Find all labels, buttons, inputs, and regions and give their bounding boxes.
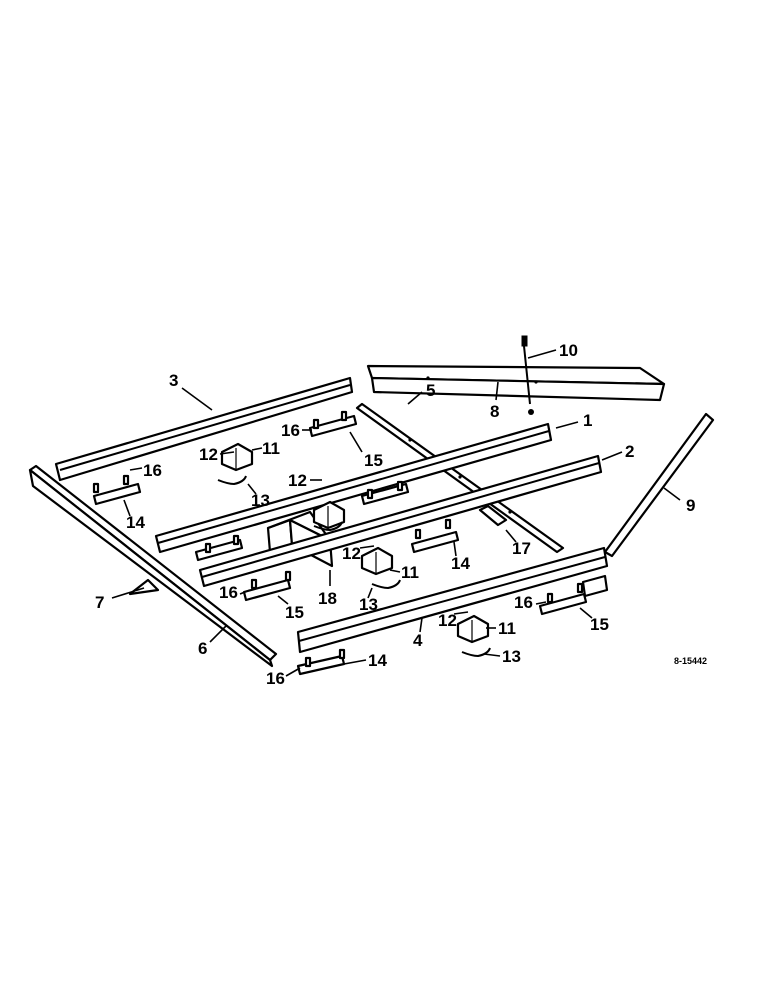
clamp-11-b: [360, 546, 394, 576]
plate-15-c: [538, 592, 588, 616]
callout-11-b: 11: [401, 563, 419, 582]
callout-4: 4: [413, 631, 423, 650]
angle-rail-8: [366, 364, 666, 402]
callout-15-c: 15: [590, 615, 609, 634]
callout-16-b: 16: [143, 461, 162, 480]
callout-10: 10: [559, 341, 578, 360]
side-angle-6: [28, 464, 278, 668]
angle-rail-3: [54, 376, 354, 482]
clamp-11-c: [456, 614, 490, 644]
corner-bracket: [581, 574, 609, 598]
callout-2: 2: [625, 442, 634, 461]
callout-5: 5: [426, 381, 435, 400]
plate-14-b: [410, 530, 460, 554]
callout-14-a: 14: [126, 513, 145, 532]
callout-12-c: 12: [342, 544, 361, 563]
callout-12-b: 12: [288, 471, 307, 490]
callout-7: 7: [95, 593, 104, 612]
callout-15-b: 15: [285, 603, 304, 622]
callout-18: 18: [318, 589, 337, 608]
callout-6: 6: [198, 639, 207, 658]
callout-15-a: 15: [364, 451, 383, 470]
leader-lines: [111, 349, 681, 677]
callout-17: 17: [512, 539, 531, 558]
bolt-10: [521, 335, 534, 415]
callout-11-a: 11: [262, 439, 280, 458]
callout-14-b: 14: [451, 554, 470, 573]
callout-16-d: 16: [514, 593, 533, 612]
angle-rail-2: [198, 454, 603, 588]
callout-9: 9: [686, 496, 695, 515]
callout-13-a: 13: [251, 491, 270, 510]
plate-top-center: [360, 482, 410, 506]
callout-13-c: 13: [502, 647, 521, 666]
callout-8: 8: [490, 402, 499, 421]
callout-12-a: 12: [199, 445, 218, 464]
plate-15-b: [242, 578, 292, 602]
callout-12-d: 12: [438, 611, 457, 630]
callout-3: 3: [169, 371, 178, 390]
brace-9: [603, 412, 715, 558]
drawing-number: 8-15442: [674, 656, 707, 666]
clamp-11-a: [220, 442, 254, 472]
u-clip-13-c: [461, 647, 491, 658]
plate-14-a: [92, 482, 142, 506]
channel-17: [478, 504, 508, 527]
callout-16-e: 16: [266, 669, 285, 688]
spacer-blocks: [92, 410, 584, 668]
clamp-center: [312, 500, 346, 530]
angle-rail-4: [296, 546, 609, 654]
callout-11-c: 11: [498, 619, 516, 638]
callout-13-b: 13: [359, 595, 378, 614]
u-clip-13-a: [217, 475, 247, 486]
callout-16-a: 16: [281, 421, 300, 440]
callout-1: 1: [583, 411, 592, 430]
callout-16-c: 16: [219, 583, 238, 602]
plate-left-center: [194, 538, 244, 562]
angle-rail-1: [154, 422, 553, 554]
callout-14-c: 14: [368, 651, 387, 670]
callout-labels: 3 10 5 1 8 2 9 16 12 11 15 16 12 13 14 1…: [95, 341, 695, 688]
u-clip-center: [313, 521, 343, 532]
u-clip-13-b: [371, 579, 401, 590]
